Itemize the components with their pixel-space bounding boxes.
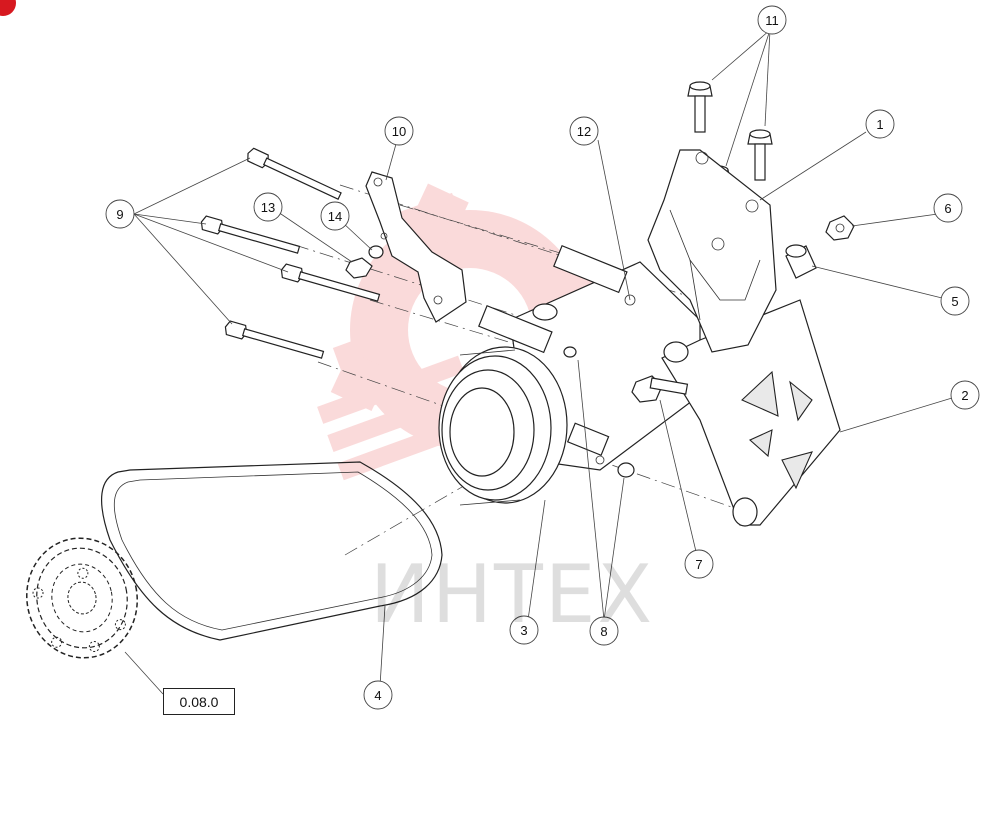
callout-8: 8 [589, 616, 619, 646]
upper-bracket-1 [647, 149, 777, 353]
corner-badge-icon [0, 0, 16, 16]
reference-pulley-dashed [26, 537, 138, 659]
nut-6 [825, 215, 855, 241]
mounting-plate-2 [661, 299, 841, 527]
callout-3: 3 [509, 615, 539, 645]
svg-text:4: 4 [374, 688, 381, 703]
callout-4: 4 [363, 680, 393, 710]
callout-9: 9 [105, 199, 135, 229]
washer-14 [368, 245, 384, 259]
nut-13 [345, 257, 373, 279]
callout-14: 14 [320, 201, 350, 231]
svg-text:5: 5 [951, 294, 958, 309]
compressor-3 [438, 244, 701, 506]
callout-1: 1 [865, 109, 895, 139]
svg-text:12: 12 [577, 124, 591, 139]
callout-13: 13 [253, 192, 283, 222]
callout-5: 5 [940, 286, 970, 316]
svg-text:1: 1 [876, 117, 883, 132]
bolt-long-9 [200, 147, 381, 359]
callout-6: 6 [933, 193, 963, 223]
reference-box[interactable]: 0.08.0 [163, 688, 235, 715]
svg-text:13: 13 [261, 200, 275, 215]
svg-text:11: 11 [765, 13, 779, 28]
bracket-10 [365, 171, 467, 323]
nut-7 [631, 375, 689, 403]
svg-text:10: 10 [392, 124, 406, 139]
svg-text:2: 2 [961, 388, 968, 403]
svg-text:9: 9 [116, 207, 123, 222]
svg-text:3: 3 [520, 623, 527, 638]
callout-10: 10 [384, 116, 414, 146]
callout-2: 2 [950, 380, 980, 410]
v-belt-4 [100, 461, 443, 641]
svg-text:6: 6 [944, 201, 951, 216]
callout-7: 7 [684, 549, 714, 579]
svg-text:14: 14 [328, 209, 342, 224]
svg-text:7: 7 [695, 557, 702, 572]
svg-text:8: 8 [600, 624, 607, 639]
spacer-8 [563, 346, 635, 478]
callout-12: 12 [569, 116, 599, 146]
bushing-5 [785, 244, 817, 279]
callout-11: 11 [757, 5, 787, 35]
